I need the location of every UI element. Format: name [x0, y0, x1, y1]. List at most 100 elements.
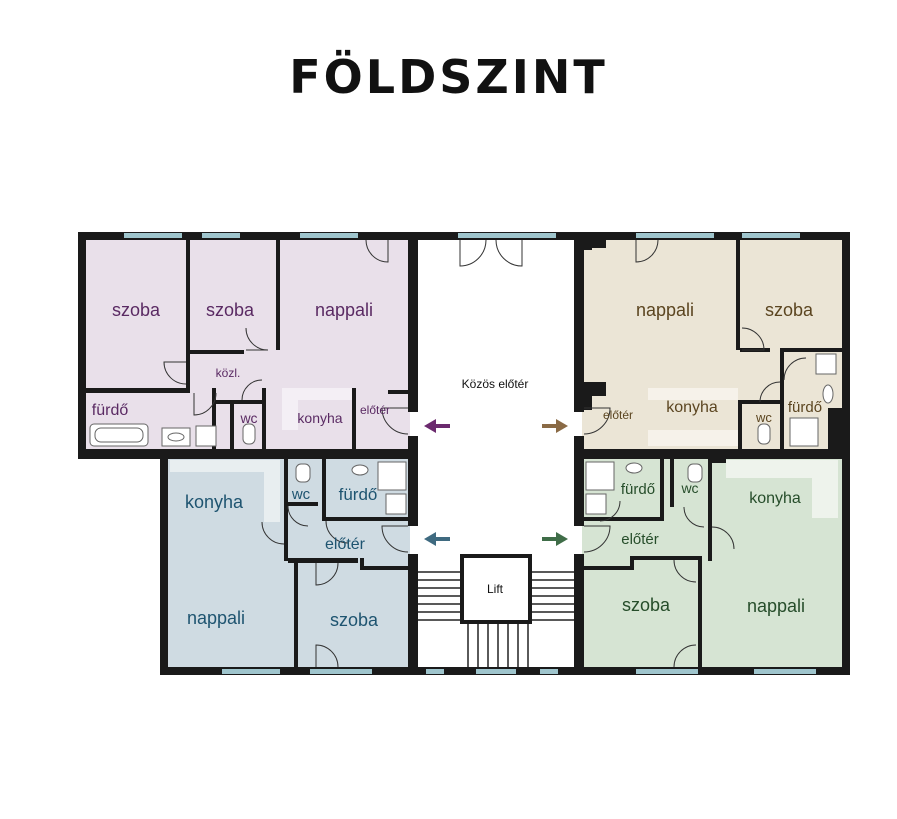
green-wall-2: [582, 517, 662, 521]
green-nappali-label: nappali: [747, 596, 805, 616]
green-kitchen-counter: [726, 460, 838, 478]
green-eloter-label: előtér: [621, 531, 659, 548]
purple-sink-bowl: [167, 432, 185, 442]
window-1: [124, 233, 182, 238]
blue-door-furdo: [325, 520, 349, 544]
purple-door-szoba1: [163, 361, 187, 385]
purple-wc-label: wc: [239, 410, 257, 426]
green-konyha-label: konyha: [749, 490, 801, 507]
blue-wall-4: [326, 517, 408, 521]
window-10: [540, 669, 558, 674]
blue-wall-5: [288, 558, 358, 563]
beige-door-nappali: [635, 239, 659, 263]
window-4: [636, 233, 714, 238]
window-12: [754, 669, 816, 674]
blue-konyha-label: konyha: [185, 492, 244, 512]
beige-kitchen-counter-bottom: [648, 430, 738, 446]
purple-szoba2-label: szoba: [206, 300, 255, 320]
beige-szoba-label: szoba: [765, 300, 814, 320]
green-toilet: [687, 463, 703, 483]
blue-door-szoba-bottom: [315, 644, 339, 668]
blue-wall-1: [284, 459, 288, 561]
blue-door-entry: [381, 525, 409, 553]
windows: [124, 233, 816, 674]
green-door-konyha: [711, 526, 735, 550]
green-wall-4: [708, 459, 712, 561]
doors: [163, 239, 807, 668]
purple-kitchen-counter-side: [282, 400, 298, 430]
beige-column-mid-2: [582, 396, 592, 410]
purple-wall-8: [216, 400, 262, 404]
blue-wall-2: [288, 502, 318, 506]
purple-furdo-label: fürdő: [92, 402, 129, 419]
mid-wall-right: [582, 449, 844, 459]
purple-door-wc: [241, 379, 263, 401]
blue-shower: [377, 461, 407, 491]
beige-wc-label: wc: [755, 410, 772, 425]
purple-wall-7: [262, 388, 266, 450]
green-wall-9: [698, 556, 702, 667]
green-door-furdo: [599, 500, 621, 522]
green-unit-fill: [582, 456, 844, 669]
green-wall-3: [670, 459, 674, 507]
beige-sink: [822, 384, 834, 404]
purple-szoba1-label: szoba: [112, 300, 161, 320]
purple-door-entry: [381, 407, 409, 435]
green-kitchen-counter-side: [812, 478, 838, 518]
staircase: [418, 571, 574, 667]
blue-wall-7: [360, 566, 410, 570]
blue-door-szoba-top: [315, 562, 339, 586]
beige-nappali-label: nappali: [636, 300, 694, 320]
green-furdo-label: fürdő: [621, 481, 655, 498]
blue-sink: [351, 464, 369, 476]
beige-door-furdo: [783, 357, 807, 381]
purple-door-nappali: [365, 239, 389, 263]
mid-wall-left: [84, 449, 410, 459]
blue-eloter-label: előtér: [325, 536, 366, 553]
outer-wall-left-upper: [78, 232, 86, 459]
green-sink: [625, 462, 643, 474]
blue-szoba-label: szoba: [330, 610, 379, 630]
beige-wall-6: [742, 400, 782, 404]
green-door-szoba-bottom: [673, 644, 697, 668]
purple-wall-6: [230, 400, 234, 450]
blue-kitchen-counter: [170, 460, 280, 472]
purple-kitchen-counter: [282, 388, 352, 400]
beige-toilet: [757, 423, 771, 445]
beige-wall-1: [736, 238, 740, 350]
green-wall-8: [630, 556, 700, 560]
blue-entry-arrow: [424, 532, 450, 546]
beige-column-top: [582, 238, 592, 250]
blue-wall-8: [294, 561, 298, 667]
purple-door-szoba2: [245, 327, 269, 351]
window-5: [742, 233, 800, 238]
green-wall-6: [582, 566, 632, 570]
window-2: [202, 233, 240, 238]
purple-wall-5: [212, 388, 216, 450]
beige-kitchen-counter: [648, 388, 738, 400]
beige-column-top-2: [592, 238, 606, 248]
core-wall-right-mid: [574, 436, 584, 526]
lift-label: Lift: [487, 582, 504, 596]
purple-nappali-label: nappali: [315, 300, 373, 320]
window-11: [636, 669, 698, 674]
entrance-door-right: [495, 239, 523, 267]
beige-wall-7: [828, 408, 842, 451]
blue-door-wc: [287, 505, 309, 527]
fixtures: [89, 353, 837, 515]
green-wall-5: [712, 459, 726, 463]
beige-shower: [789, 417, 819, 447]
beige-eloter-label: előtér: [603, 408, 633, 422]
outer-wall-right: [842, 232, 850, 675]
beige-door-szoba: [741, 327, 765, 351]
beige-wall-3: [780, 348, 784, 451]
purple-bathtub-inner: [94, 427, 144, 443]
green-szoba-label: szoba: [622, 595, 671, 615]
green-wc-label: wc: [680, 480, 698, 496]
purple-wall-10: [388, 390, 408, 394]
beige-furdo-label: fürdő: [788, 399, 822, 416]
purple-wall-3: [84, 388, 190, 393]
core-wall-left-lower: [408, 554, 418, 675]
beige-wall-5: [738, 400, 742, 451]
